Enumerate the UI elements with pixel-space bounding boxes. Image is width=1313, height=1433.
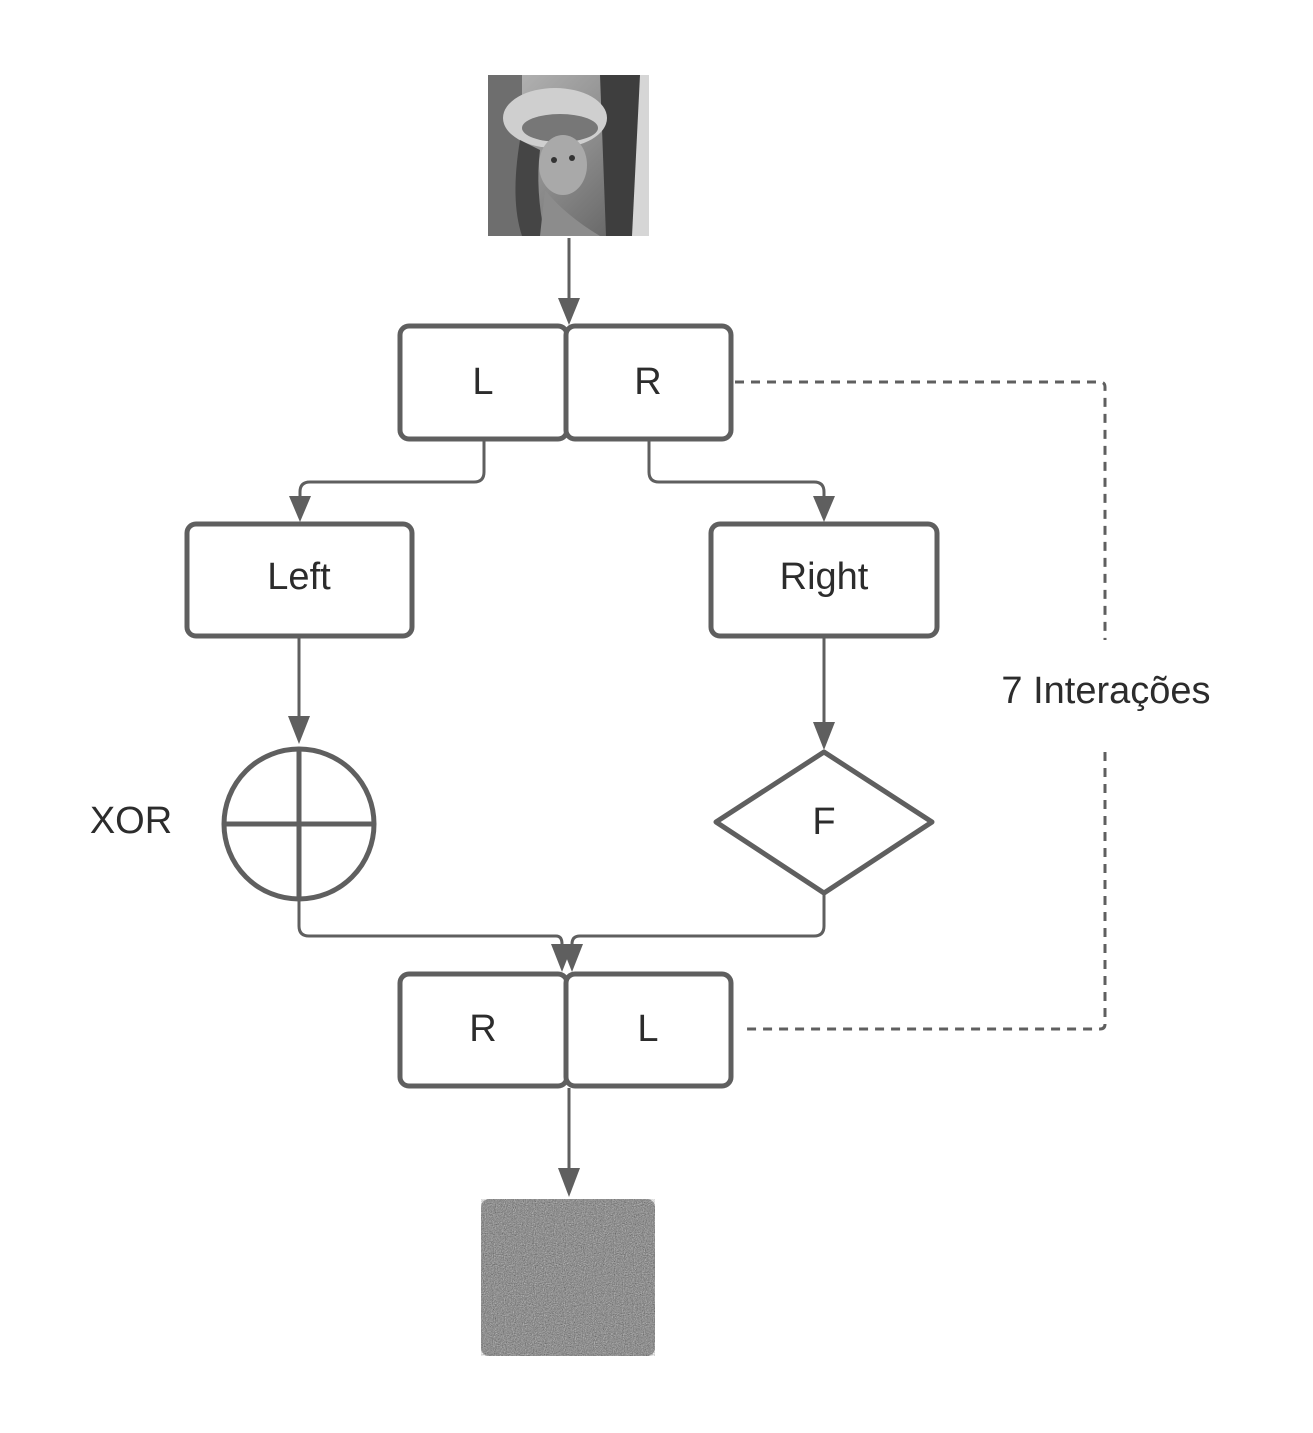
output-image [481,1199,655,1356]
left-box-label: Left [267,556,331,598]
loop-label: 7 Interações [1001,670,1210,712]
arrow-head [288,716,310,744]
top-pair-left-label: L [472,361,493,403]
loop-line-top [735,380,1107,640]
f-label: F [812,801,835,843]
top-pair-block: L R [397,323,734,442]
connector-to-right [647,441,826,498]
bottom-pair-right-cell [563,971,734,1089]
arrow-head [561,944,583,972]
input-image [488,75,649,236]
arrow-head [289,496,311,522]
connector-xor-to-bottom [297,899,564,946]
top-pair-right-cell [563,323,734,442]
arrow-head [558,1168,580,1197]
xor-symbol [221,746,377,902]
connector-f-to-bottom [570,895,826,946]
loop-line-bottom [745,752,1107,1031]
bottom-pair-block: R L [397,971,734,1089]
f-diamond [713,749,935,896]
bottom-pair-left-label: R [469,1008,496,1050]
arrow-head [813,722,835,750]
arrow-head [558,298,580,325]
right-box-label: Right [780,556,869,598]
left-box [184,521,415,639]
arrow-head [813,496,835,522]
right-box [708,521,940,639]
xor-label: XOR [90,800,172,842]
top-pair-right-label: R [634,361,661,403]
connector-to-left [298,441,486,498]
bottom-pair-right-label: L [637,1008,658,1050]
